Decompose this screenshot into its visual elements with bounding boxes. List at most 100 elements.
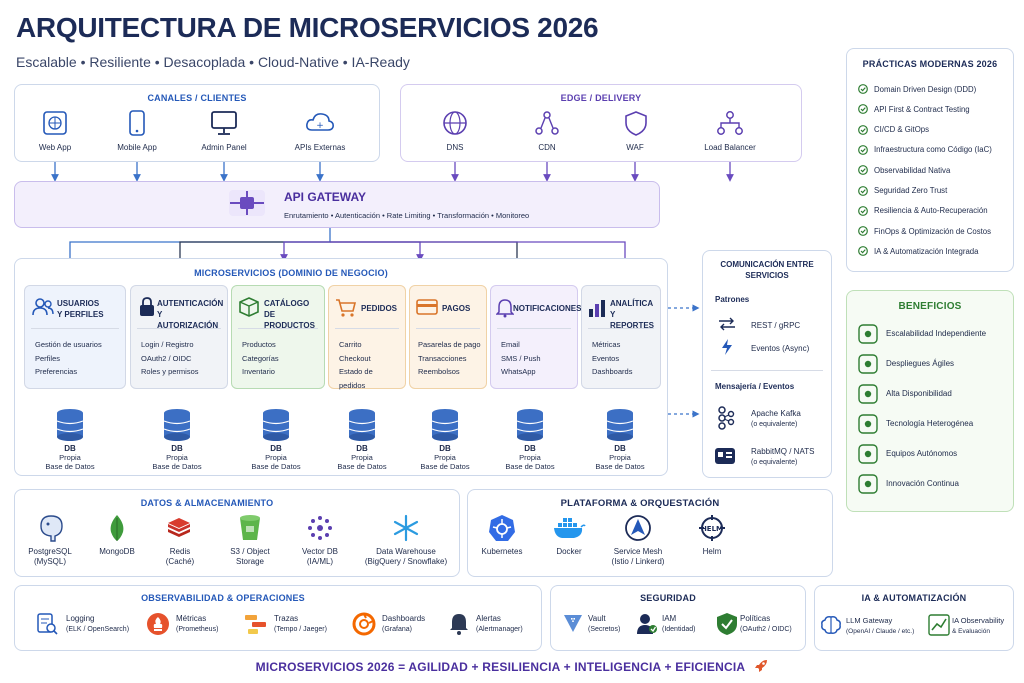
canal-apis-externas: APIs Externas [294, 143, 346, 152]
datos-panel: DATOS & ALMACENAMIENTO [14, 489, 460, 577]
practica-item: API First & Contract Testing [874, 104, 970, 114]
ia-item: LLM Gateway(OpenAI / Claude / etc.) [846, 616, 915, 635]
divider [238, 328, 318, 329]
seguridad-title: SEGURIDAD [640, 593, 696, 603]
scale-icon [858, 324, 878, 344]
check-icon [858, 144, 868, 155]
rocket-icon [858, 354, 878, 374]
credit-card-icon [416, 299, 438, 315]
service-items: Carrito Checkout Estado de pedidos [339, 340, 373, 390]
check-icon [858, 226, 868, 236]
seguridad-item: Políticas(OAuth2 / OIDC) [740, 614, 792, 633]
practica-item: CI/CD & GitOps [874, 125, 930, 135]
check-shield-icon [858, 384, 878, 404]
service-database: DB Propia Base de Datos [337, 444, 387, 471]
service-database: DB Propia Base de Datos [505, 444, 555, 471]
practica-item: Observabilidad Nativa [874, 165, 951, 175]
kafka-icon [718, 406, 735, 430]
canal-web-app: Web App [38, 143, 72, 152]
mobile-icon [129, 110, 145, 136]
practica-item: Resiliencia & Auto-Recuperación [874, 206, 988, 216]
practica-item: Seguridad Zero Trust [874, 186, 948, 195]
helm-icon: HELM [699, 515, 725, 541]
service-items: Productos Categorías Inventario [242, 340, 279, 376]
database-icon [606, 409, 634, 441]
ia-item: IA Observability& Evaluación [952, 616, 1005, 635]
practica-item: Infraestructura como Código (IaC) [874, 145, 992, 155]
rabbitmq: RabbitMQ / NATS(o equivalente) [751, 447, 815, 466]
kafka: Apache Kafka(o equivalente) [751, 409, 801, 428]
check-icon [858, 124, 868, 135]
observabilidad-item: Logging(ELK / OpenSearch) [66, 614, 130, 633]
observabilidad-item: Alertas(Alertmanager) [476, 614, 523, 633]
edge-dns: DNS [446, 143, 464, 152]
service-notificaciones[interactable]: NOTIFICACIONES Email SMS / Push WhatsApp [490, 285, 581, 389]
divider [31, 328, 119, 329]
service-items: Pasarelas de pago Transacciones Reembols… [418, 340, 481, 376]
swap-arrows-icon [719, 317, 735, 331]
datos-title: DATOS & ALMACENAMIENTO [140, 498, 274, 508]
beneficio-item: Innovación Continua [886, 479, 959, 488]
check-icon [858, 165, 868, 176]
service-pagos[interactable]: PAGOS Pasarelas de pago Transacciones Re… [409, 285, 487, 389]
rabbitmq-icon [715, 448, 735, 464]
check-icon [858, 84, 868, 94]
log-search-icon [37, 613, 58, 635]
bucket-icon [240, 515, 260, 540]
observabilidad-item: Dashboards(Grafana) [382, 614, 426, 633]
practica-item: IA & Automatización Integrada [874, 246, 979, 256]
plataforma-panel: PLATAFORMA & ORQUESTACIÓN [467, 489, 833, 577]
footer-slogan: MICROSERVICIOS 2026 = AGILIDAD + RESILIE… [0, 659, 1024, 674]
divider [416, 328, 480, 329]
mensajeria-label: Mensajería / Eventos [715, 382, 795, 391]
network-icon [535, 111, 559, 135]
plataforma-title: PLATAFORMA & ORQUESTACIÓN [560, 498, 720, 509]
plataforma-item: Docker [556, 547, 582, 556]
kubernetes-icon [489, 515, 515, 541]
datos-item: Data Warehouse(BigQuery / Snowflake) [364, 547, 448, 566]
gateway-title: API GATEWAY [284, 190, 367, 204]
canal-mobile-app: Mobile App [117, 143, 157, 152]
datos-item: PostgreSQL(MySQL) [28, 547, 72, 566]
practicas-title: PRÁCTICAS MODERNAS 2026 [862, 59, 998, 69]
vault-icon [564, 615, 582, 632]
database-icon [431, 409, 459, 441]
observabilidad-item: Métricas(Prometheus) [176, 614, 219, 633]
database-icon [348, 409, 376, 441]
code-icon [858, 414, 878, 434]
prometheus-icon [147, 613, 169, 635]
service-database: DB Propia Base de Datos [152, 444, 202, 471]
lightbulb-icon [858, 474, 878, 494]
patrones-label: Patrones [715, 295, 750, 304]
canales-panel: CANALES / CLIENTES [14, 84, 380, 162]
service-pedidos[interactable]: PEDIDOS Carrito Checkout Estado de pedid… [328, 285, 406, 390]
lightning-icon [722, 339, 732, 355]
monitor-icon [211, 111, 237, 135]
gateway-icon [229, 190, 265, 216]
database-icon [262, 409, 290, 441]
gateway-features: Enrutamiento • Autenticación • Rate Limi… [284, 211, 530, 220]
microservicios-title: MICROSERVICIOS (DOMINIO DE NEGOCIO) [194, 268, 388, 278]
service-items: Login / Registro OAuth2 / OIDC Roles y p… [141, 340, 199, 376]
ai-chart-icon [928, 614, 950, 636]
service-title: PAGOS [442, 304, 471, 313]
observabilidad-item: Trazas(Tempo / Jaeger) [274, 614, 327, 633]
edge-title: EDGE / DELIVERY [560, 93, 642, 103]
brain-icon [821, 616, 841, 634]
database-icon [163, 409, 191, 441]
beneficio-item: Alta Disponibilidad [886, 389, 952, 398]
seguridad-panel: SEGURIDAD [550, 585, 806, 651]
database-icon [516, 409, 544, 441]
plataforma-item: Helm [702, 547, 722, 556]
plataforma-item: Service Mesh(Istio / Linkerd) [611, 547, 665, 566]
service-mesh-icon [625, 515, 651, 541]
service-items: Email SMS / Push WhatsApp [501, 340, 541, 376]
patron-rest: REST / gRPC [751, 321, 801, 330]
